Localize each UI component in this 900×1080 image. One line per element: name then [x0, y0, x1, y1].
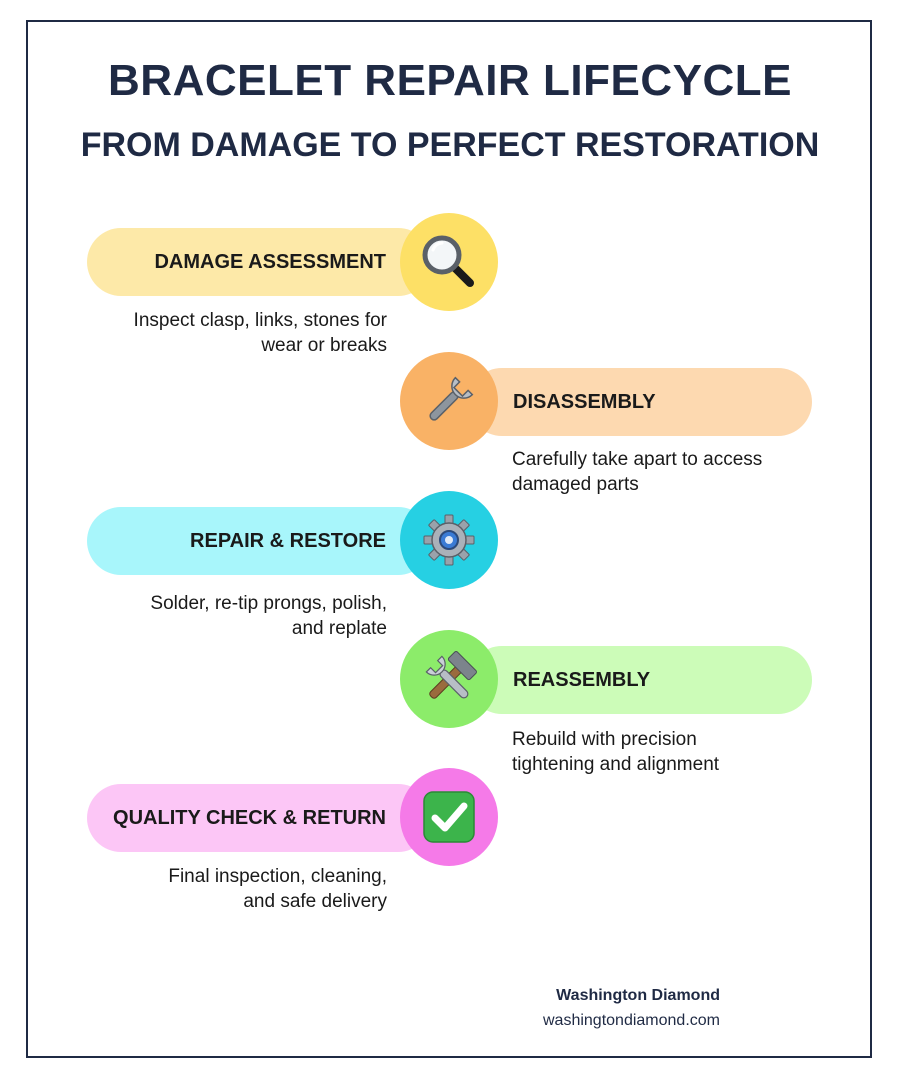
- step-repair-restore-desc: Solder, re-tip prongs, polish,and replat…: [150, 593, 387, 639]
- step-damage-assessment-pill: DAMAGE ASSESSMENT: [87, 228, 432, 296]
- hammer-wrench-icon: [400, 630, 498, 728]
- step-label: REPAIR & RESTORE: [190, 529, 386, 552]
- magnifier-icon: [400, 213, 498, 311]
- wrench-icon: [400, 352, 498, 450]
- step-quality-check-desc: Final inspection, cleaning,and safe deli…: [168, 866, 387, 912]
- page-title: BRACELET REPAIR LIFECYCLE: [108, 56, 792, 105]
- check-mark-icon: [400, 768, 498, 866]
- step-label: REASSEMBLY: [513, 668, 651, 691]
- step-reassembly-pill: REASSEMBLY: [468, 646, 812, 714]
- page-subtitle: FROM DAMAGE TO PERFECT RESTORATION: [80, 126, 820, 164]
- gear-icon: [400, 491, 498, 589]
- step-label: DISASSEMBLY: [513, 390, 656, 413]
- step-quality-check-pill: QUALITY CHECK & RETURN: [87, 784, 432, 852]
- step-disassembly-pill: DISASSEMBLY: [468, 368, 812, 436]
- step-label: DAMAGE ASSESSMENT: [154, 250, 386, 273]
- footer-url-link[interactable]: washingtondiamond.com: [543, 1012, 720, 1029]
- step-label: QUALITY CHECK & RETURN: [113, 806, 386, 829]
- footer-brand: Washington Diamond: [556, 987, 720, 1004]
- step-repair-restore-pill: REPAIR & RESTORE: [87, 507, 432, 575]
